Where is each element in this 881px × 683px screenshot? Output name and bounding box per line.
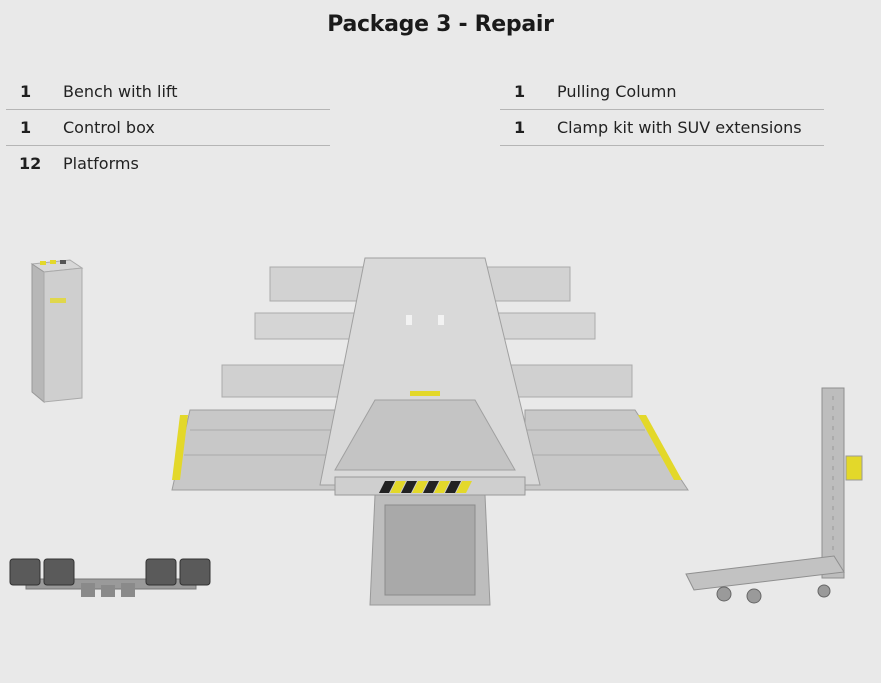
list-item: 1 Clamp kit with SUV extensions [500, 110, 824, 146]
left-item-list: 1 Bench with lift 1 Control box 12 Platf… [6, 74, 330, 181]
bench-lift-image [171, 257, 689, 606]
item-quantity: 1 [20, 82, 32, 101]
list-item: 12 Platforms [6, 146, 330, 181]
right-item-list: 1 Pulling Column 1 Clamp kit with SUV ex… [500, 74, 824, 146]
item-quantity: 1 [20, 118, 32, 137]
item-label: Platforms [63, 154, 139, 173]
pulling-column-image [685, 387, 863, 604]
item-label: Control box [63, 118, 155, 137]
list-item: 1 Bench with lift [6, 74, 330, 110]
item-label: Pulling Column [557, 82, 677, 101]
item-quantity: 1 [514, 82, 526, 101]
clamp-kit-image [9, 558, 211, 597]
item-label: Bench with lift [63, 82, 178, 101]
control-box-image [30, 259, 84, 404]
list-item: 1 Control box [6, 110, 330, 146]
list-item: 1 Pulling Column [500, 74, 824, 110]
item-quantity: 1 [514, 118, 526, 137]
item-quantity: 12 [19, 154, 42, 173]
page-title: Package 3 - Repair [327, 12, 554, 37]
item-label: Clamp kit with SUV extensions [557, 118, 802, 137]
